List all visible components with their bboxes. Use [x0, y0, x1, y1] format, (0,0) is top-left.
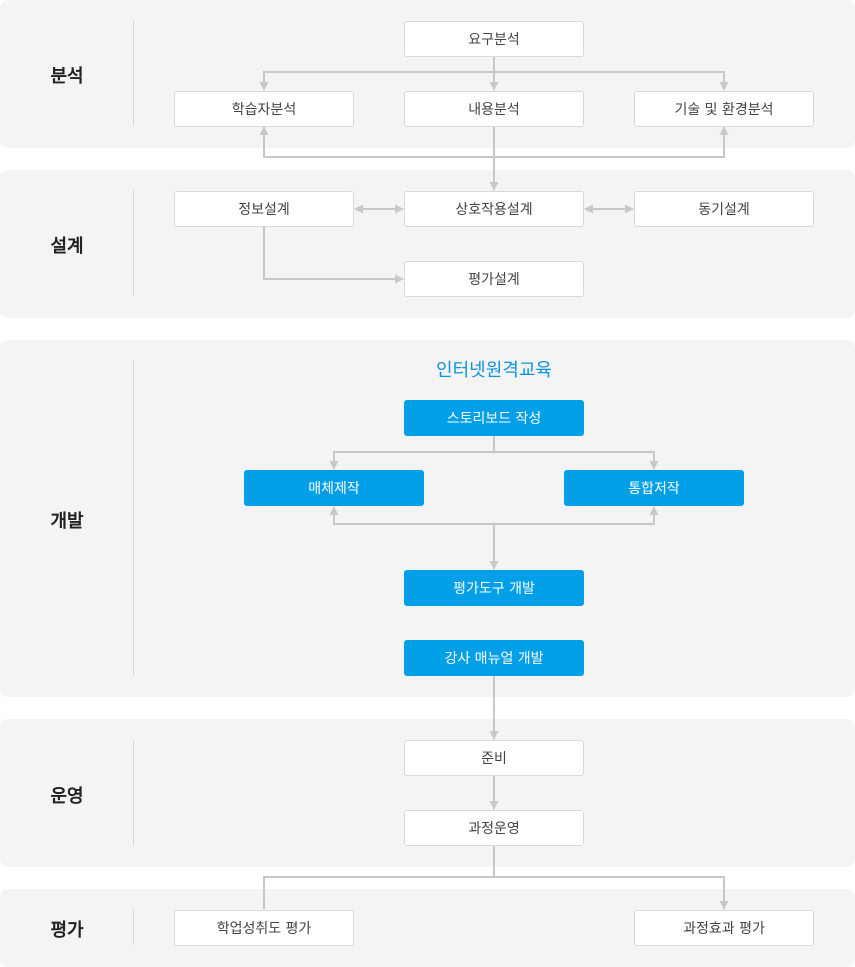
box-learner-analysis: 학습자분석 [174, 91, 354, 127]
divider-development [133, 360, 134, 676]
divider-evaluation [133, 909, 134, 945]
box-info-design: 정보설계 [174, 191, 354, 227]
section-label-development: 개발 [50, 511, 84, 532]
connector-production-merge [329, 506, 659, 525]
connector-course-evaluations [263, 846, 724, 909]
box-interaction-design: 상호작용설계 [404, 191, 584, 227]
divider-operation [133, 740, 134, 846]
divider-analysis [133, 20, 134, 126]
box-achievement-eval: 학업성취도 평가 [174, 910, 354, 946]
box-media-production: 매체제작 [244, 470, 424, 506]
box-instructor-manual-dev: 강사 매뉴얼 개발 [404, 640, 584, 676]
box-preparation: 준비 [404, 740, 584, 776]
divider-design [133, 190, 134, 296]
section-development [0, 340, 855, 697]
box-course-operation: 과정운영 [404, 810, 584, 846]
section-label-evaluation: 평가 [50, 920, 84, 941]
box-content-analysis: 내용분석 [404, 91, 584, 127]
section-label-operation: 운영 [50, 786, 84, 807]
development-subtitle: 인터넷원격교육 [436, 360, 552, 381]
box-storyboard: 스토리보드 작성 [404, 400, 584, 436]
box-effectiveness-eval: 과정효과 평가 [634, 910, 814, 946]
connector-info-evaldesign [263, 227, 404, 284]
box-tech-env-analysis: 기술 및 환경분석 [634, 91, 814, 127]
box-eval-tool-dev: 평가도구 개발 [404, 570, 584, 606]
box-evaluation-design: 평가설계 [404, 261, 584, 297]
box-motivation-design: 동기설계 [634, 191, 814, 227]
section-label-analysis: 분석 [50, 66, 84, 87]
section-label-design: 설계 [50, 236, 84, 257]
connector-storyboard-branch [329, 451, 659, 470]
box-needs-analysis: 요구분석 [404, 21, 584, 57]
box-integrated-authoring: 통합저작 [564, 470, 744, 506]
